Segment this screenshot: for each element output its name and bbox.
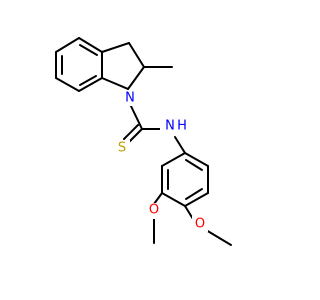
- bond: [101, 42, 130, 53]
- bond: [127, 66, 145, 90]
- bond: [101, 77, 129, 90]
- atom-label-s: S: [118, 141, 126, 156]
- double-bond: [127, 128, 143, 144]
- atom-label-nh-h: H: [177, 119, 187, 134]
- thiourea-group: [123, 103, 186, 154]
- double-bond: [185, 159, 203, 171]
- bond: [129, 103, 143, 130]
- bond: [174, 136, 186, 154]
- double-bond: [79, 75, 97, 86]
- double-bond: [123, 124, 139, 140]
- atom-label-o1: O: [149, 203, 159, 218]
- bond: [184, 192, 209, 207]
- bond: [205, 229, 232, 246]
- bond: [184, 205, 194, 220]
- pyrrolidine-ring: [101, 42, 173, 90]
- bond: [184, 152, 209, 167]
- double-bond: [185, 188, 203, 200]
- bond: [153, 192, 163, 205]
- methoxy-groups: [153, 192, 232, 246]
- bond: [55, 77, 80, 92]
- bond: [128, 42, 145, 68]
- bond: [78, 37, 103, 53]
- molecule-structure: N N H S O O: [55, 37, 232, 246]
- bond: [78, 77, 103, 92]
- atom-label-n1: N: [125, 91, 135, 106]
- atom-label-nh-n: N: [165, 119, 175, 134]
- bond: [161, 192, 186, 207]
- atom-label-o2: O: [195, 217, 205, 232]
- bond: [161, 152, 186, 167]
- atom-labels: N N H S O O: [114, 90, 208, 232]
- benzene-ring-indoline: [55, 37, 103, 92]
- benzene-ring-dimethoxyphenyl: [161, 152, 209, 207]
- double-bond: [79, 44, 98, 56]
- bond: [55, 37, 80, 53]
